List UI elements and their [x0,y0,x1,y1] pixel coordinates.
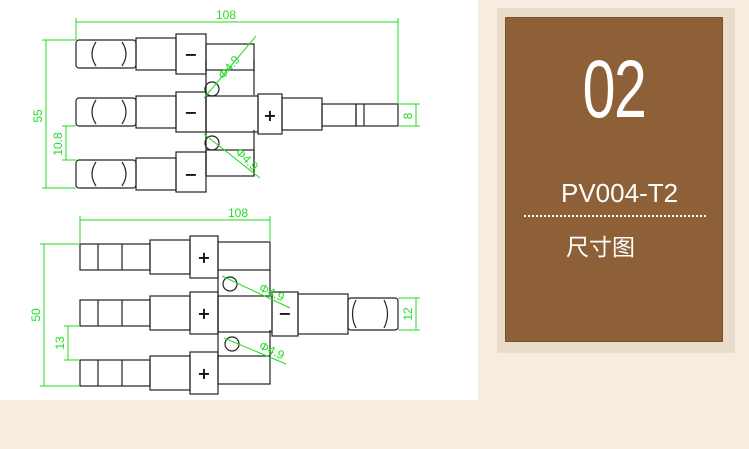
minus-sign-top-1: − [184,45,197,64]
top-end-width-label: 8 [401,112,415,119]
bottom-diameter-label-2: Φ4.9 [257,338,287,362]
top-height-label: 55 [31,109,45,123]
bottom-pitch-label: 13 [53,336,67,350]
top-connector-drawing [75,33,399,193]
dotted-divider [524,215,706,217]
section-label: 尺寸图 [566,235,635,261]
plus-sign-bottom-3: + [197,364,210,383]
bottom-length-label: 108 [228,206,248,220]
minus-sign-top-3: − [184,165,197,184]
dimension-drawings: − − − + + + + − [29,8,420,395]
plus-sign-bottom-2: + [197,304,210,323]
model-name: PV004-T2 [561,178,679,208]
minus-sign-bottom-output: − [278,304,291,323]
product-card: 02 PV004-T2 尺寸图 [505,17,723,342]
top-pitch-label: 10.8 [51,132,65,156]
minus-sign-top-2: − [184,103,197,122]
top-length-label: 108 [216,8,236,22]
bottom-connector-drawing [79,235,399,395]
plus-sign-bottom-1: + [197,248,210,267]
bottom-height-label: 50 [29,308,43,322]
product-card-frame: 02 PV004-T2 尺寸图 [497,8,735,353]
bottom-end-width-label: 12 [401,307,415,321]
plus-sign-top-output: + [263,106,276,125]
technical-drawing-panel: − − − + + + + − [0,0,478,400]
section-number: 02 [582,44,647,135]
